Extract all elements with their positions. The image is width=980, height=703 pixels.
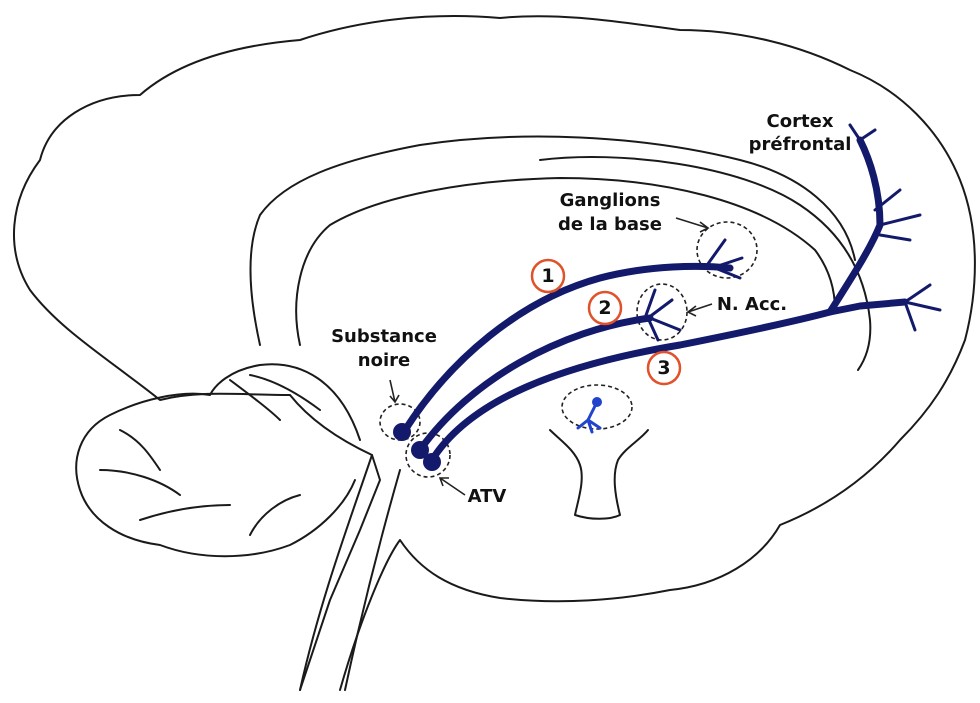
pituitary-outline (550, 430, 648, 519)
hypothalamic-cell-body (592, 397, 602, 407)
substance-noire-cell-body (393, 423, 411, 441)
atv-arrow (440, 478, 465, 495)
cortex-label-line1: Cortex (767, 111, 834, 132)
n-acc-arrow (688, 304, 712, 316)
ganglions-label-line1: Ganglions (560, 190, 661, 211)
badge-1: 1 (541, 265, 554, 287)
cortex-label-line2: préfrontal (749, 134, 852, 155)
atv-cell-body-lower (423, 453, 441, 471)
badge-3: 3 (657, 357, 670, 379)
n-acc-region (637, 284, 687, 340)
substance-noire-label-line1: Substance (331, 326, 437, 347)
ganglions-label-line2: de la base (558, 214, 662, 235)
pathway-2-terminals (645, 290, 680, 340)
pathway-3-cortical-branch (830, 140, 880, 312)
ganglions-arrow (676, 218, 708, 232)
substance-noire-label-line2: noire (358, 350, 410, 371)
pathway-1-terminals (705, 240, 742, 278)
badge-2: 2 (598, 297, 611, 319)
n-acc-label: N. Acc. (717, 294, 787, 315)
atv-label: ATV (468, 486, 507, 507)
substance-noire-arrow (390, 380, 399, 402)
